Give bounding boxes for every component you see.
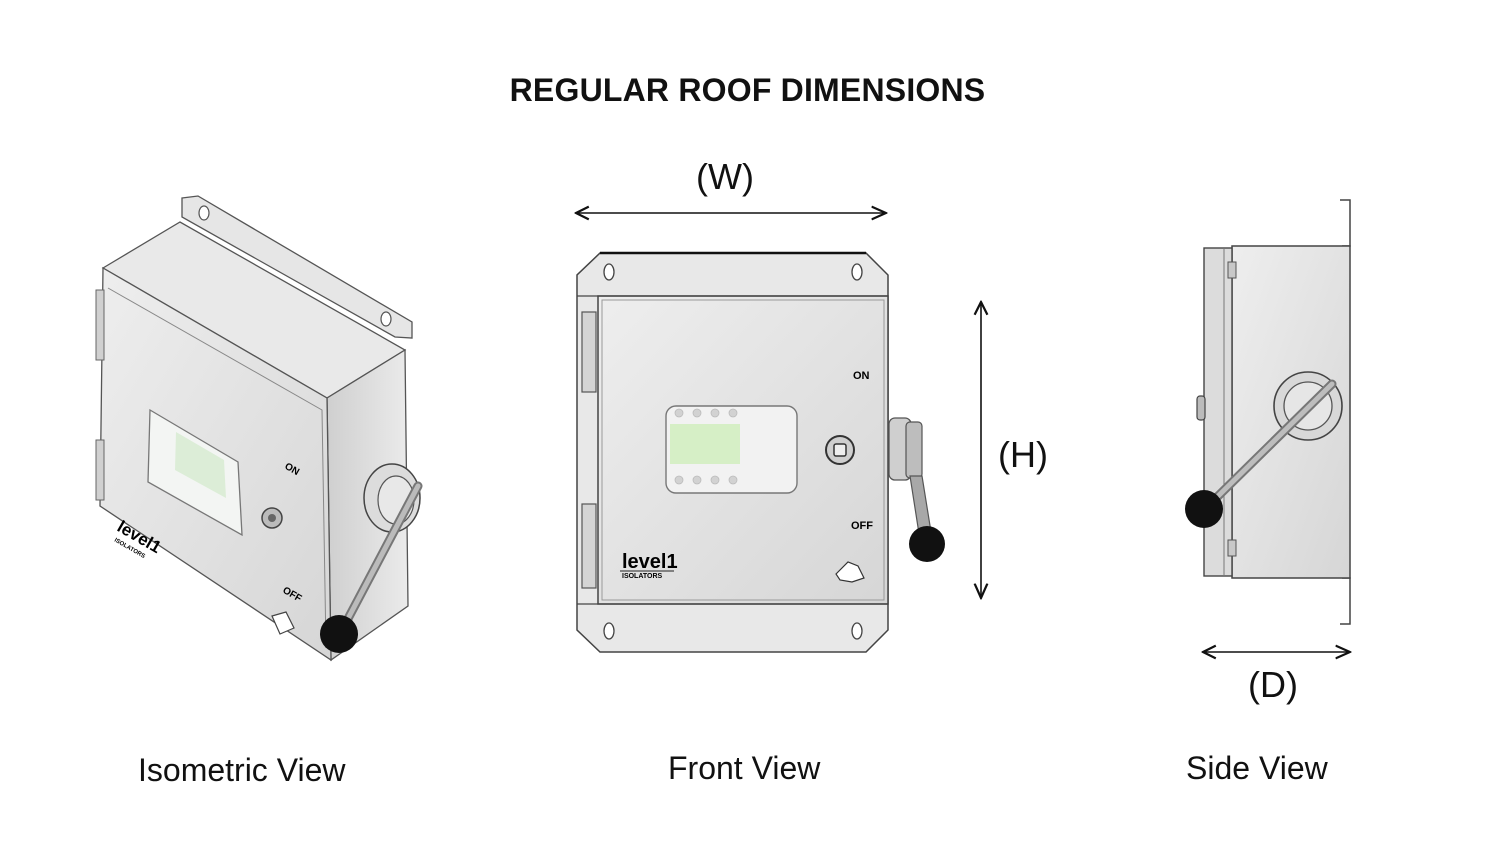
height-dimension-label: (H) (998, 434, 1048, 475)
front-on-label: ON (853, 370, 870, 382)
side-enclosure (1185, 199, 1351, 625)
front-view-caption: Front View (668, 750, 821, 786)
page-title: REGULAR ROOF DIMENSIONS (509, 72, 986, 108)
isometric-view-caption: Isometric View (138, 752, 346, 788)
side-view-caption: Side View (1186, 750, 1328, 786)
width-dimension-label: (W) (696, 156, 754, 197)
front-brand-subtitle: ISOLATORS (622, 573, 663, 580)
depth-dimension-label: (D) (1248, 664, 1298, 705)
front-off-label: OFF (851, 520, 873, 532)
isometric-enclosure: ON OFF level1 ISOLATORS (95, 195, 423, 662)
front-brand-logo: level1 (622, 551, 678, 573)
front-enclosure: ON OFF level1 ISOLATORS (576, 251, 945, 653)
